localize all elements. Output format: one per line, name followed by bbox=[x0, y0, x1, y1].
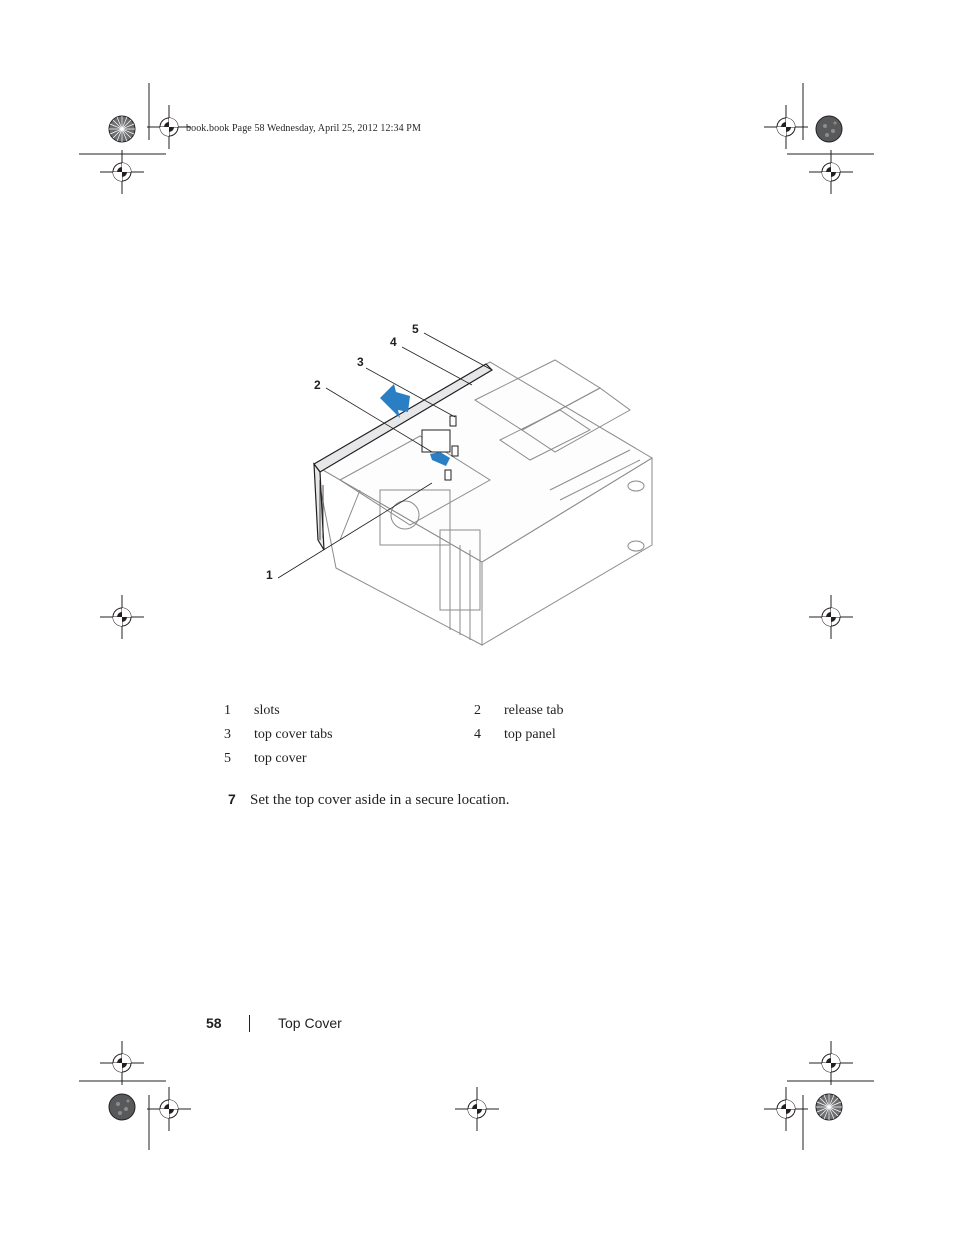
step-number: 7 bbox=[228, 791, 236, 807]
footer-divider bbox=[249, 1015, 250, 1032]
callout-2: 2 bbox=[314, 378, 321, 392]
step-instruction: 7 Set the top cover aside in a secure loc… bbox=[228, 791, 510, 809]
callout-5: 5 bbox=[412, 322, 419, 336]
callout-1: 1 bbox=[266, 568, 273, 582]
book-header-info: book.book Page 58 Wednesday, April 25, 2… bbox=[186, 123, 421, 134]
callout-3: 3 bbox=[357, 355, 364, 369]
section-title: Top Cover bbox=[278, 1015, 342, 1031]
callout-4: 4 bbox=[390, 335, 397, 349]
chassis-illustration bbox=[313, 359, 653, 646]
page-number: 58 bbox=[206, 1015, 222, 1031]
star-target-icon bbox=[108, 115, 136, 143]
step-text: Set the top cover aside in a secure loca… bbox=[250, 792, 510, 808]
